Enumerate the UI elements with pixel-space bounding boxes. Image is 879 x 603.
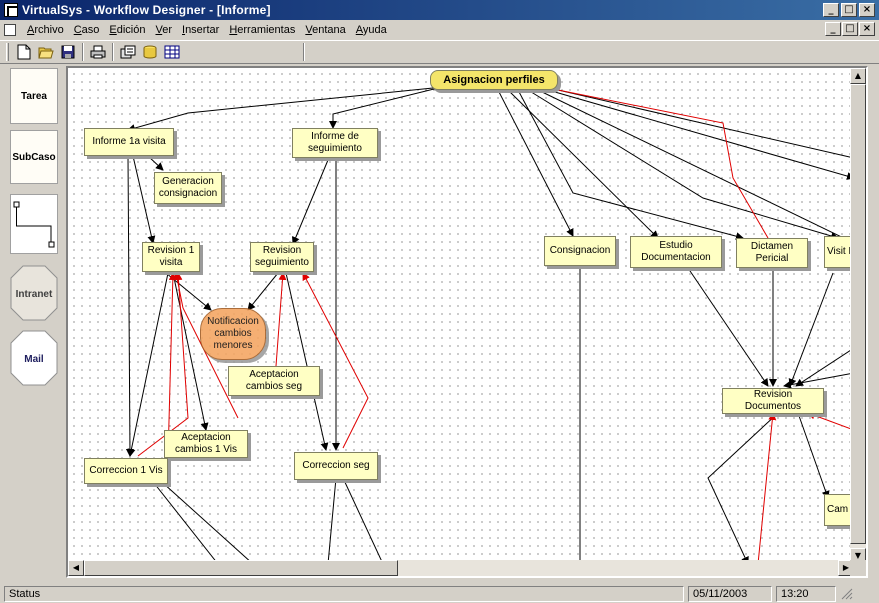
status-bar: Status 05/11/2003 13:20 xyxy=(0,584,879,603)
intranet-octagon-icon xyxy=(10,265,58,321)
palette-connector[interactable] xyxy=(10,194,58,254)
window-title: VirtualSys - Workflow Designer - [Inform… xyxy=(22,3,271,17)
node-asignacion-perfiles[interactable]: Asignacion perfiles xyxy=(430,70,558,90)
menu-caso[interactable]: Caso xyxy=(73,23,100,36)
palette-mail-label: Mail xyxy=(24,353,44,365)
print-icon[interactable] xyxy=(87,42,109,62)
palette-subcaso[interactable]: SubCaso xyxy=(10,130,58,184)
node-revision-documentos[interactable]: Revision Documentos xyxy=(722,388,824,414)
scroll-left-button[interactable]: ◀ xyxy=(68,560,84,576)
scrollbar-corner xyxy=(850,560,866,576)
toolbar-grip[interactable] xyxy=(6,43,9,61)
new-icon[interactable] xyxy=(13,42,35,62)
workflow-links xyxy=(125,85,854,564)
palette-tarea[interactable]: Tarea xyxy=(10,68,58,124)
toolbar-separator xyxy=(112,43,114,61)
scroll-up-button[interactable]: ▲ xyxy=(850,68,866,84)
palette-intranet[interactable]: Intranet xyxy=(10,264,58,324)
menu-edicion[interactable]: Edición xyxy=(109,23,146,36)
title-bar: VirtualSys - Workflow Designer - [Inform… xyxy=(0,0,879,20)
menu-bar: Archivo Caso Edición Ver Insertar Herram… xyxy=(0,20,879,39)
resize-grip-icon[interactable] xyxy=(840,587,854,601)
vertical-scroll-thumb[interactable] xyxy=(850,84,866,544)
document-icon[interactable] xyxy=(4,23,16,36)
toolbar-separator xyxy=(82,43,84,61)
palette-intranet-label: Intranet xyxy=(15,288,53,300)
menu-archivo[interactable]: Archivo xyxy=(27,23,64,36)
node-aceptacion-cambios-1-vis[interactable]: Aceptacion cambios 1 Vis xyxy=(164,430,248,458)
database-icon[interactable] xyxy=(139,42,161,62)
red-links xyxy=(137,85,854,564)
horizontal-scroll-thumb[interactable] xyxy=(84,560,398,576)
window-controls: _ □ × xyxy=(823,3,875,17)
node-aceptacion-cambios-seg[interactable]: Aceptacion cambios seg xyxy=(228,366,320,396)
menu-herramientas[interactable]: Herramientas xyxy=(229,23,296,36)
status-text: Status xyxy=(4,585,684,602)
status-date: 05/11/2003 xyxy=(688,585,772,602)
plain-lines xyxy=(153,89,854,564)
canvas-frame: Asignacion perfiles Informe 1a visita In… xyxy=(66,66,868,578)
status-time: 13:20 xyxy=(776,585,836,602)
vertical-scrollbar[interactable]: ▲ ▼ xyxy=(850,68,866,564)
doc-restore-button[interactable]: □ xyxy=(842,22,858,36)
node-consignacion[interactable]: Consignacion xyxy=(544,236,616,266)
node-correccion-1-vis[interactable]: Correccion 1 Vis xyxy=(84,458,168,484)
node-estudio-documentacion[interactable]: Estudio Documentacion xyxy=(630,236,722,268)
properties-icon[interactable] xyxy=(117,42,139,62)
node-notificacion-cambios-menores[interactable]: Notificacion cambios menores xyxy=(200,308,266,360)
close-button[interactable]: × xyxy=(859,3,875,17)
mail-octagon-icon xyxy=(10,330,58,386)
node-correccion-seg[interactable]: Correccion seg xyxy=(294,452,378,480)
horizontal-scrollbar[interactable]: ◀ ▶ xyxy=(68,560,854,576)
palette-subcaso-label: SubCaso xyxy=(12,151,56,163)
minimize-button[interactable]: _ xyxy=(823,3,839,17)
shape-palette: Tarea SubCaso Intranet Mail xyxy=(4,64,62,582)
maximize-button[interactable]: □ xyxy=(841,3,857,17)
document-window-controls: _ □ × xyxy=(825,22,875,36)
menu-insertar[interactable]: Insertar xyxy=(182,23,220,36)
palette-tarea-label: Tarea xyxy=(21,90,47,102)
menu-ventana[interactable]: Ventana xyxy=(305,23,346,36)
node-revision-seguimiento[interactable]: Revision seguimiento xyxy=(250,242,314,272)
node-generacion-consignacion[interactable]: Generacion consignacion xyxy=(154,172,222,204)
save-icon[interactable] xyxy=(57,42,79,62)
connector-icon xyxy=(13,201,55,248)
app-icon[interactable] xyxy=(4,3,18,17)
open-icon[interactable] xyxy=(35,42,57,62)
node-informe-seguimiento[interactable]: Informe de seguimiento xyxy=(292,128,378,158)
node-dictamen-pericial[interactable]: Dictamen Pericial xyxy=(736,238,808,268)
node-informe-1a-visita[interactable]: Informe 1a visita xyxy=(84,128,174,156)
toolbar xyxy=(0,40,879,64)
grid-icon[interactable] xyxy=(161,42,183,62)
menu-ver[interactable]: Ver xyxy=(155,23,172,36)
toolbar-separator xyxy=(303,43,305,61)
doc-minimize-button[interactable]: _ xyxy=(825,22,841,36)
node-revision-1-visita[interactable]: Revision 1 visita xyxy=(142,242,200,272)
palette-mail[interactable]: Mail xyxy=(10,329,58,389)
black-links xyxy=(125,87,854,564)
doc-close-button[interactable]: × xyxy=(859,22,875,36)
workflow-canvas[interactable]: Asignacion perfiles Informe 1a visita In… xyxy=(68,68,864,564)
menu-ayuda[interactable]: Ayuda xyxy=(355,23,387,36)
